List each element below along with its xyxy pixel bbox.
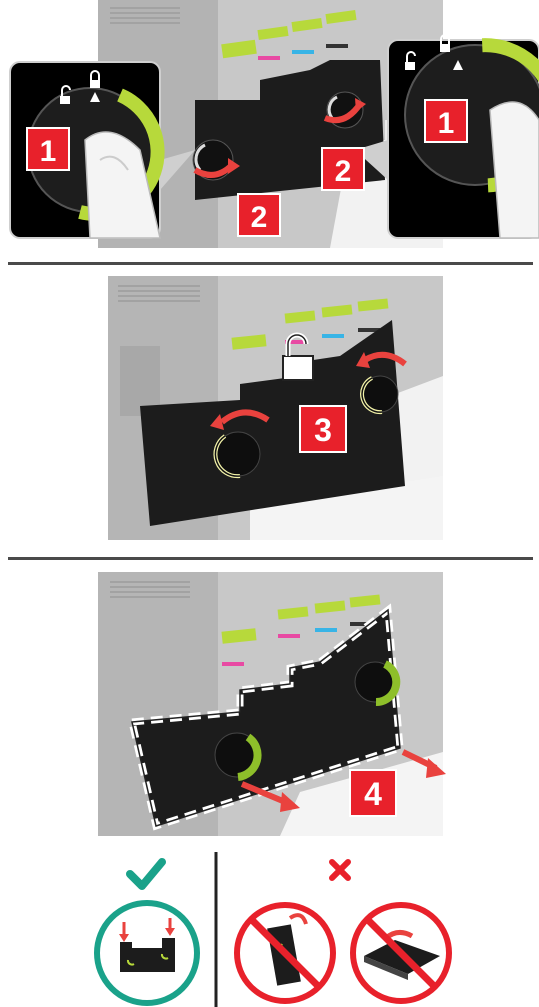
step-number: 2 — [335, 155, 352, 188]
step-panel-2: 3 — [0, 276, 539, 544]
cross-icon — [332, 862, 348, 878]
step-badge-2-lower: 2 — [238, 194, 280, 236]
step-panel-1: 1 1 2 2 — [0, 0, 539, 252]
step-1-2-illustration: 1 1 2 2 — [0, 0, 539, 252]
check-icon — [130, 862, 162, 886]
step-number: 2 — [251, 201, 268, 234]
incorrect-orientation-vertical — [237, 905, 333, 1001]
orientation-guide — [0, 848, 539, 1007]
incorrect-orientation-flat — [353, 905, 449, 1001]
step-4-illustration: 4 — [0, 572, 539, 840]
step-panel-3: 4 — [0, 572, 539, 840]
left-knob — [215, 733, 259, 777]
orientation-illustration — [0, 848, 539, 1007]
step-badge-2-upper: 2 — [322, 148, 364, 190]
step-number: 3 — [314, 412, 332, 448]
step-number: 4 — [364, 776, 382, 812]
right-knob — [355, 662, 396, 702]
step-3-illustration: 3 — [0, 276, 539, 544]
step-number: 1 — [40, 135, 57, 168]
step-badge-3: 3 — [300, 406, 346, 452]
correct-orientation — [97, 903, 197, 1003]
divider — [8, 557, 533, 560]
step-badge-4: 4 — [350, 770, 396, 816]
step-number: 1 — [438, 107, 455, 140]
divider — [8, 262, 533, 265]
